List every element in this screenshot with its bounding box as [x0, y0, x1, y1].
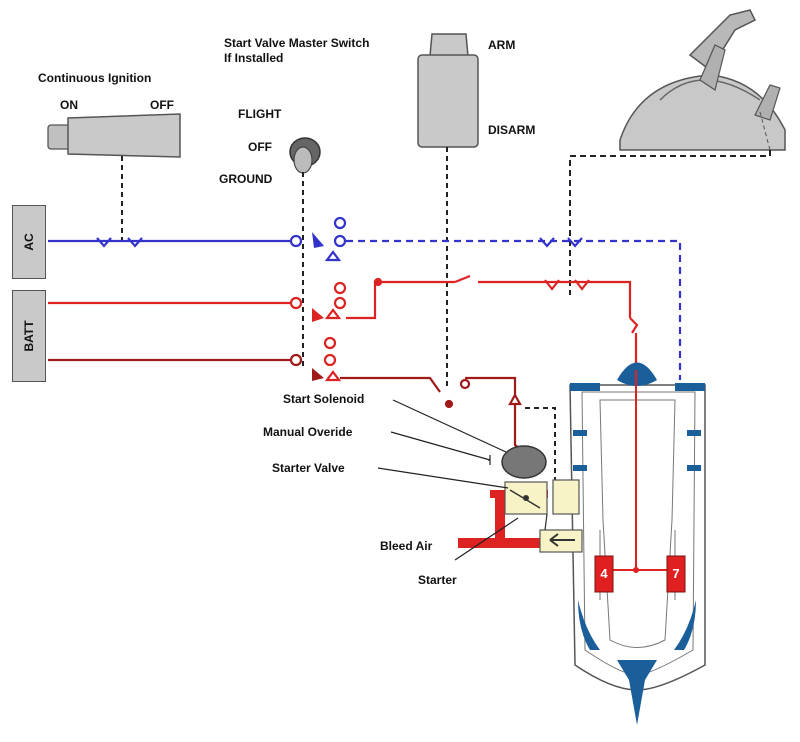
batt-bus-box: BATT	[12, 290, 46, 382]
selector-off-label: OFF	[248, 140, 272, 154]
igniter-7	[666, 555, 686, 593]
ac-bus-label: AC	[22, 233, 36, 251]
igniter-7-label: 7	[672, 566, 680, 581]
starter-label: Starter	[418, 573, 457, 587]
starter-assembly	[458, 445, 583, 553]
continuous-ignition-switch	[47, 113, 181, 158]
batt-switch-pointer	[312, 308, 324, 322]
solenoid-link	[525, 407, 556, 480]
ignition-off-label: OFF	[150, 98, 174, 112]
start-solenoid-label: Start Solenoid	[283, 392, 365, 406]
batt-bus-wiring-2	[48, 336, 523, 451]
continuous-ignition-label: Continuous Ignition	[38, 71, 152, 85]
starter-valve-label: Starter Valve	[272, 461, 345, 475]
ac-switch-pointer	[312, 232, 324, 248]
if-installed-label: If Installed	[224, 51, 284, 65]
turbine-engine	[569, 362, 706, 725]
start-solenoid-body	[501, 445, 547, 479]
igniter-4	[594, 555, 614, 593]
ground-label: GROUND	[219, 172, 273, 186]
ignition-on-label: ON	[60, 98, 78, 112]
throttle-link	[569, 150, 771, 295]
leader-lines	[377, 399, 519, 561]
bleed-air-label: Bleed Air	[380, 539, 433, 553]
batt-bus-label: BATT	[22, 320, 36, 352]
start-valve-master-label: Start Valve Master Switch	[224, 36, 370, 50]
arm-label: ARM	[488, 38, 516, 52]
start-selector-switch	[289, 137, 321, 174]
start-valve-master-switch	[417, 33, 479, 148]
ac-bus-box: AC	[12, 205, 46, 279]
flight-label: FLIGHT	[238, 107, 282, 121]
ac-bus-wiring	[48, 216, 682, 380]
starter-valve-actuator	[552, 479, 580, 515]
igniter-junction	[633, 567, 639, 573]
batt2-switch-pointer	[312, 368, 324, 381]
disarm-label: DISARM	[488, 123, 536, 137]
thrust-lever	[619, 9, 786, 151]
igniter-4-label: 4	[600, 566, 608, 581]
batt-bus-wiring	[48, 274, 639, 370]
manual-override-label: Manual Overide	[263, 425, 353, 439]
